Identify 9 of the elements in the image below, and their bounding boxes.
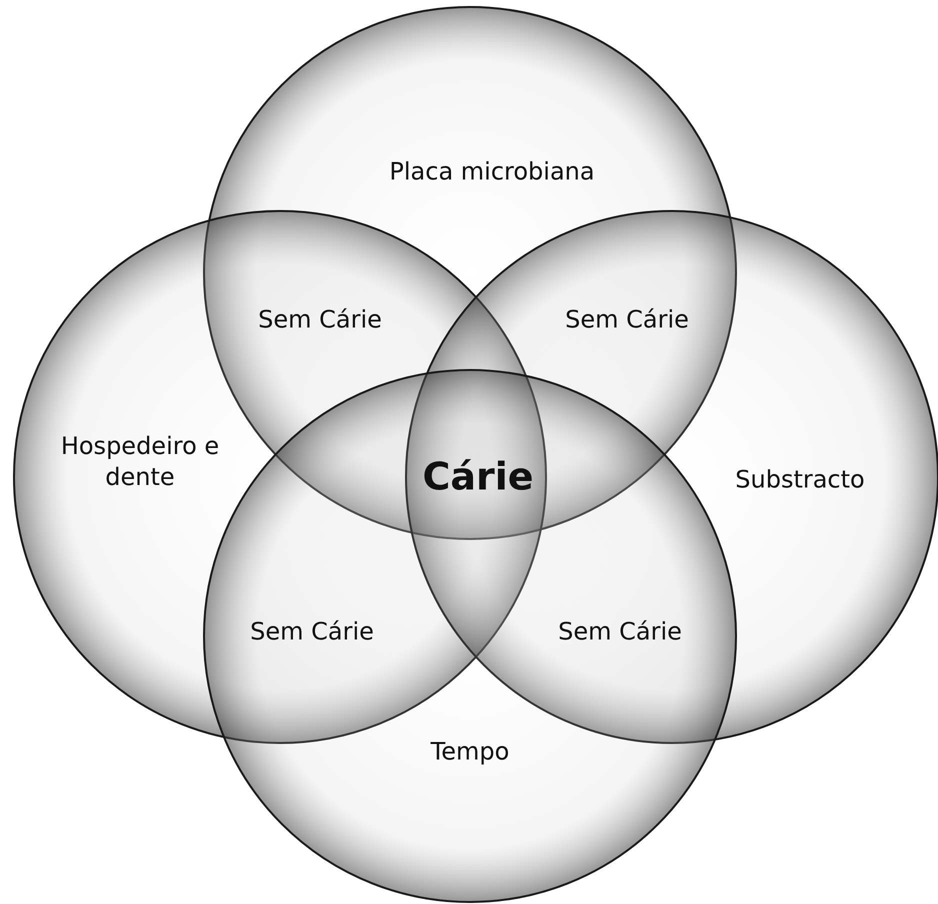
overlap-label: Sem Cárie [558, 616, 682, 648]
set-label: Substracto [734, 464, 866, 496]
overlap-label: Sem Cárie [250, 616, 374, 648]
center-label: Cárie [422, 453, 534, 500]
set-label: Hospedeiro e dente [60, 430, 220, 493]
set-label: Tempo [430, 736, 510, 768]
overlap-label: Sem Cárie [258, 304, 382, 336]
set-label: Placa microbiana [388, 156, 596, 188]
overlap-label: Sem Cárie [565, 304, 689, 336]
